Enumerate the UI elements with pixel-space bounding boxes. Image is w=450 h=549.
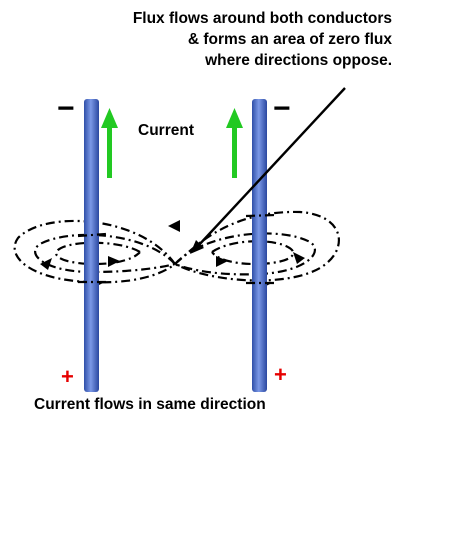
current-arrow-left-head	[101, 108, 118, 128]
flux-arrow-icon	[40, 258, 52, 270]
plus-symbol-left: +	[61, 364, 74, 389]
annotation-line-3: where directions oppose.	[205, 52, 392, 69]
current-arrow-right-shaft	[232, 126, 237, 178]
flux-inner-loop-right	[211, 240, 295, 266]
annotation-pointer-line	[197, 87, 346, 247]
current-arrow-right-head	[226, 108, 243, 128]
annotation-line-1: Flux flows around both conductors	[132, 10, 392, 27]
plus-symbol-right: +	[274, 362, 287, 387]
flux-arrow-icon	[168, 220, 180, 232]
flux-inner-loop-left	[55, 241, 141, 266]
current-arrow-left-shaft	[107, 126, 112, 178]
flux-front-segments	[77, 213, 277, 285]
flux-arrow-icon	[216, 256, 228, 267]
flux-middle-loop-right	[174, 232, 316, 276]
flux-arrow-icon	[108, 256, 120, 267]
flux-middle-loop-left	[34, 233, 176, 274]
minus-symbol-left: −	[57, 92, 75, 125]
conductor-right	[252, 99, 267, 392]
annotation-line-2: & forms an area of zero flux	[187, 31, 392, 48]
annotation-text: Flux flows around both conductors & form…	[133, 8, 392, 71]
annotation-pointer-arrowhead	[190, 240, 204, 254]
flux-lines	[13, 210, 340, 284]
conductor-left	[84, 99, 99, 392]
bottom-caption: Current flows in same direction	[34, 396, 266, 413]
minus-symbol-right: −	[273, 92, 291, 125]
flux-arrow-icon	[293, 252, 305, 264]
current-label: Current	[138, 122, 194, 139]
current-arrows	[101, 108, 243, 178]
